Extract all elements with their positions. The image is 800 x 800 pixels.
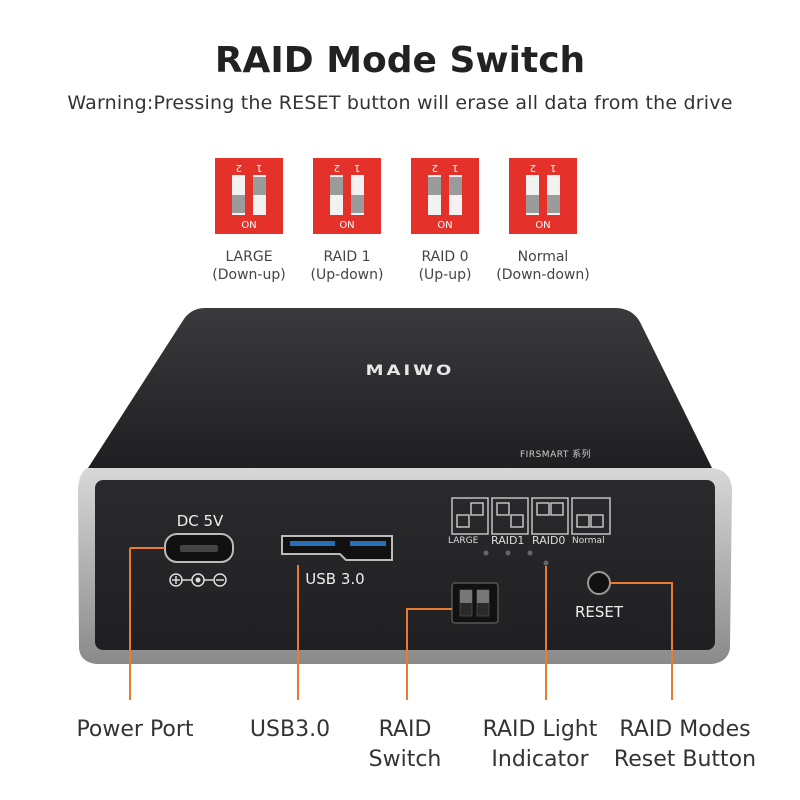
mode-name: RAID 1 — [323, 249, 371, 265]
dip-knob-2 — [547, 195, 560, 213]
led-raid1 — [505, 550, 511, 556]
series-label: FIRSMART 系列 — [520, 450, 592, 460]
mode-name: RAID 0 — [421, 249, 469, 265]
panel-mode-raid0: RAID0 — [532, 534, 566, 547]
dip-slot-1 — [232, 175, 245, 215]
brand-logo: MAIWO — [365, 362, 455, 379]
dip-on-label: ON — [339, 220, 355, 231]
callout-reset-line1: RAID Modes — [619, 717, 751, 742]
dip-knob-1 — [330, 177, 343, 195]
dc-label: DC 5V — [176, 512, 224, 530]
mode-name: Normal — [517, 249, 569, 265]
mode-desc: (Down-down) — [496, 267, 590, 283]
dip-slot-2 — [253, 175, 266, 215]
raid-mode-icons — [451, 497, 611, 535]
led-normal — [543, 560, 549, 566]
led-large — [483, 550, 489, 556]
device-dip-knob-1 — [460, 590, 472, 603]
panel-mode-raid1: RAID1 — [491, 534, 525, 547]
callout-raid-switch-line2: Switch — [368, 747, 442, 772]
callout-line-switch — [406, 608, 452, 700]
mode-label-raid0: RAID 0 (Up-up) — [390, 248, 500, 284]
usb3-pins-left — [290, 541, 335, 546]
callout-raid-switch-line1: RAID — [378, 717, 432, 742]
polarity-minus — [213, 573, 227, 587]
dip-slot-1 — [330, 175, 343, 215]
dip-slot-2 — [547, 175, 560, 215]
dc-port-pins — [180, 545, 218, 552]
dip-knob-2 — [253, 177, 266, 195]
device-front-panel — [95, 480, 715, 650]
device-dip-switch[interactable] — [451, 582, 499, 624]
dip-knob-2 — [351, 195, 364, 213]
reset-button[interactable] — [587, 571, 611, 595]
dip-knob-1 — [428, 177, 441, 195]
warning-text: Warning:Pressing the RESET button will e… — [67, 92, 733, 114]
dip-on-label: ON — [535, 220, 551, 231]
callout-reset-line2: Reset Button — [613, 747, 757, 772]
mode-label-large: LARGE (Down-up) — [194, 248, 304, 284]
panel-mode-normal: Normal — [572, 536, 605, 546]
led-raid0 — [527, 550, 533, 556]
dip-slot-1 — [526, 175, 539, 215]
panel-mode-large: LARGE — [448, 536, 479, 546]
mode-desc: (Up-up) — [418, 267, 472, 283]
callout-reset: RAID Modes Reset Button — [605, 715, 765, 775]
mode-desc: (Down-up) — [212, 267, 286, 283]
dip-slot-2 — [351, 175, 364, 215]
callout-line-reset — [610, 582, 673, 700]
dip-knob-1 — [526, 195, 539, 213]
usb-label: USB 3.0 — [305, 570, 365, 588]
callout-raid-light-line1: RAID Light — [482, 717, 598, 742]
mode-label-normal: Normal (Down-down) — [488, 248, 598, 284]
reset-label: RESET — [574, 603, 624, 621]
device-dip-knob-2 — [477, 590, 489, 603]
callout-raid-light-line2: Indicator — [491, 747, 589, 772]
device-top — [88, 308, 712, 468]
dip-knob-1 — [232, 195, 245, 213]
mode-label-raid1: RAID 1 (Up-down) — [292, 248, 402, 284]
callout-usb: USB3.0 — [249, 717, 331, 742]
mode-name: LARGE — [225, 249, 273, 265]
dip-on-label: ON — [437, 220, 453, 231]
usb3-pins-right — [350, 541, 386, 546]
dip-slot-2 — [449, 175, 462, 215]
callout-power: Power Port — [76, 717, 194, 742]
page-title: RAID Mode Switch — [214, 40, 586, 81]
mode-desc: (Up-down) — [310, 267, 384, 283]
callout-raid-light: RAID Light Indicator — [470, 715, 610, 775]
callout-raid-switch: RAID Switch — [355, 715, 455, 775]
dip-slot-1 — [428, 175, 441, 215]
dip-knob-2 — [449, 177, 462, 195]
dip-on-label: ON — [241, 220, 257, 231]
